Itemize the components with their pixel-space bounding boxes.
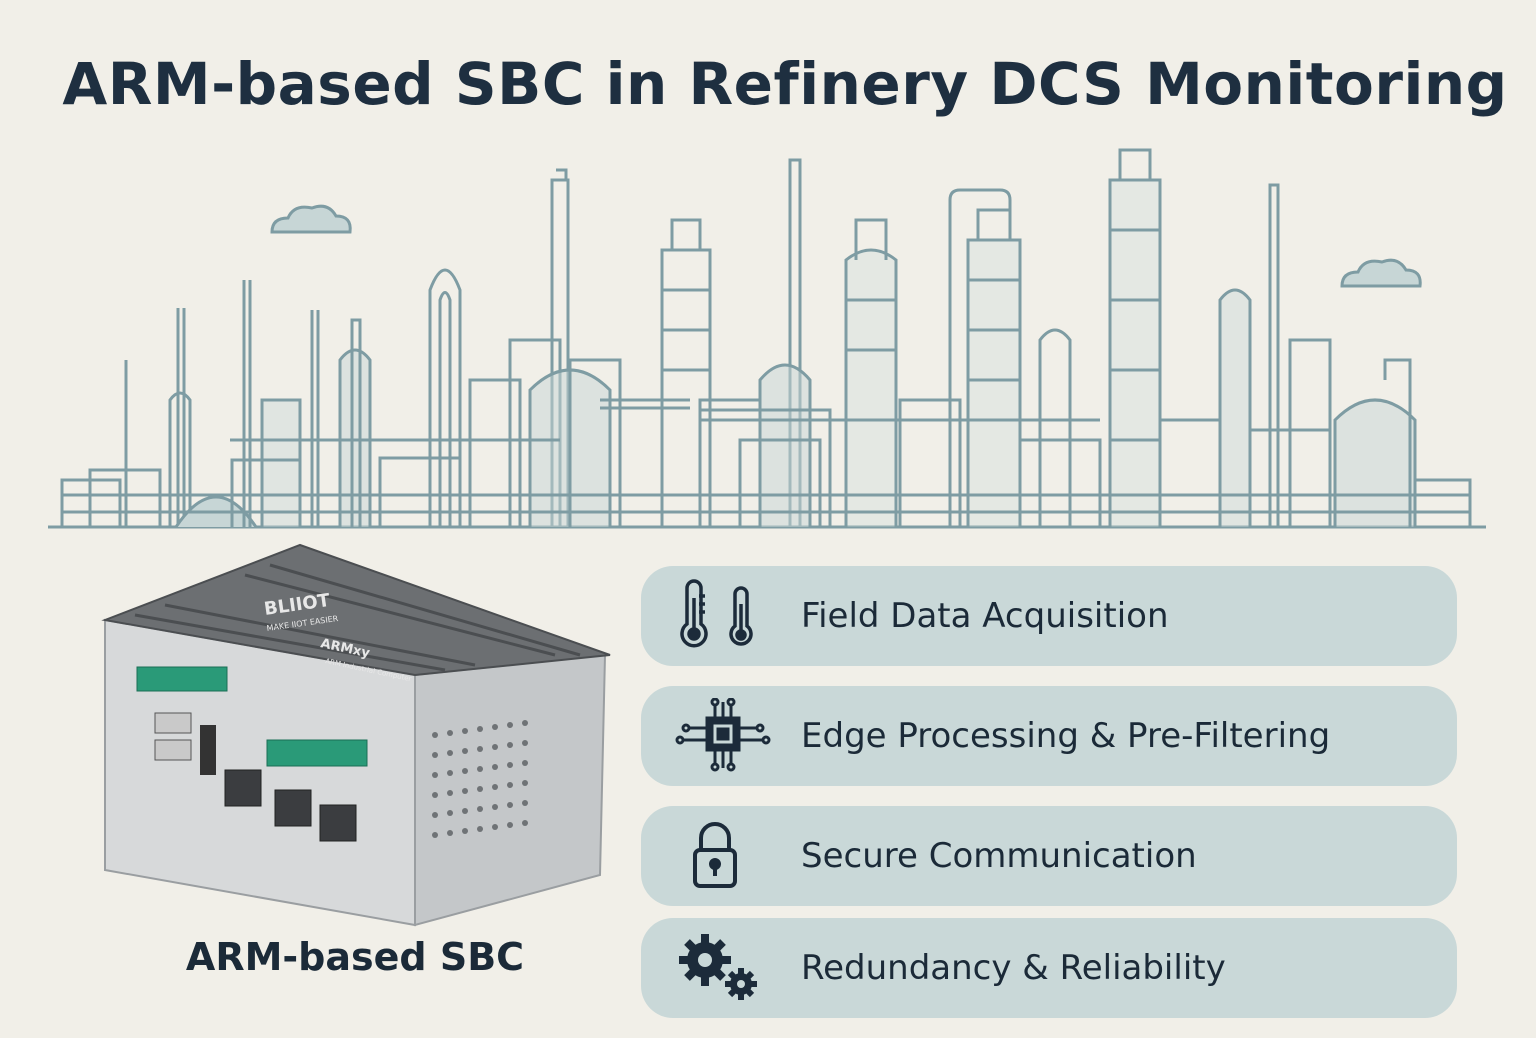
gears-icon [679,934,757,1000]
terminal-block [266,739,368,767]
ethernet-port [224,769,262,807]
cloud-icon [270,204,352,234]
refinery-skyline-illustration [48,148,1486,529]
feature-card-redundancy: Redundancy & Reliability [641,918,1457,1018]
ethernet-port [274,789,312,827]
processor-chip-icon [675,698,771,772]
feature-label: Secure Communication [801,836,1197,876]
padlock-icon [693,822,737,888]
feature-label: Edge Processing & Pre-Filtering [801,716,1331,756]
feature-card-field-data: Field Data Acquisition [641,566,1457,666]
device-caption: ARM-based SBC [185,935,525,979]
feature-list: Field Data Acquisition Edge Processing &… [641,566,1457,1038]
sbc-device-image: BLIIOT MAKE IIOT EASIER ARMxy ARM Indust… [101,543,611,927]
thermometer-icon [680,579,753,648]
feature-card-secure-communication: Secure Communication [641,806,1457,906]
terminal-block [136,666,228,692]
feature-label: Redundancy & Reliability [801,948,1226,988]
cloud-icon [1340,258,1422,288]
feature-label: Field Data Acquisition [801,596,1169,636]
ethernet-port [319,804,357,842]
page-title: ARM-based SBC in Refinery DCS Monitoring [62,50,1508,118]
feature-card-edge-processing: Edge Processing & Pre-Filtering [641,686,1457,786]
